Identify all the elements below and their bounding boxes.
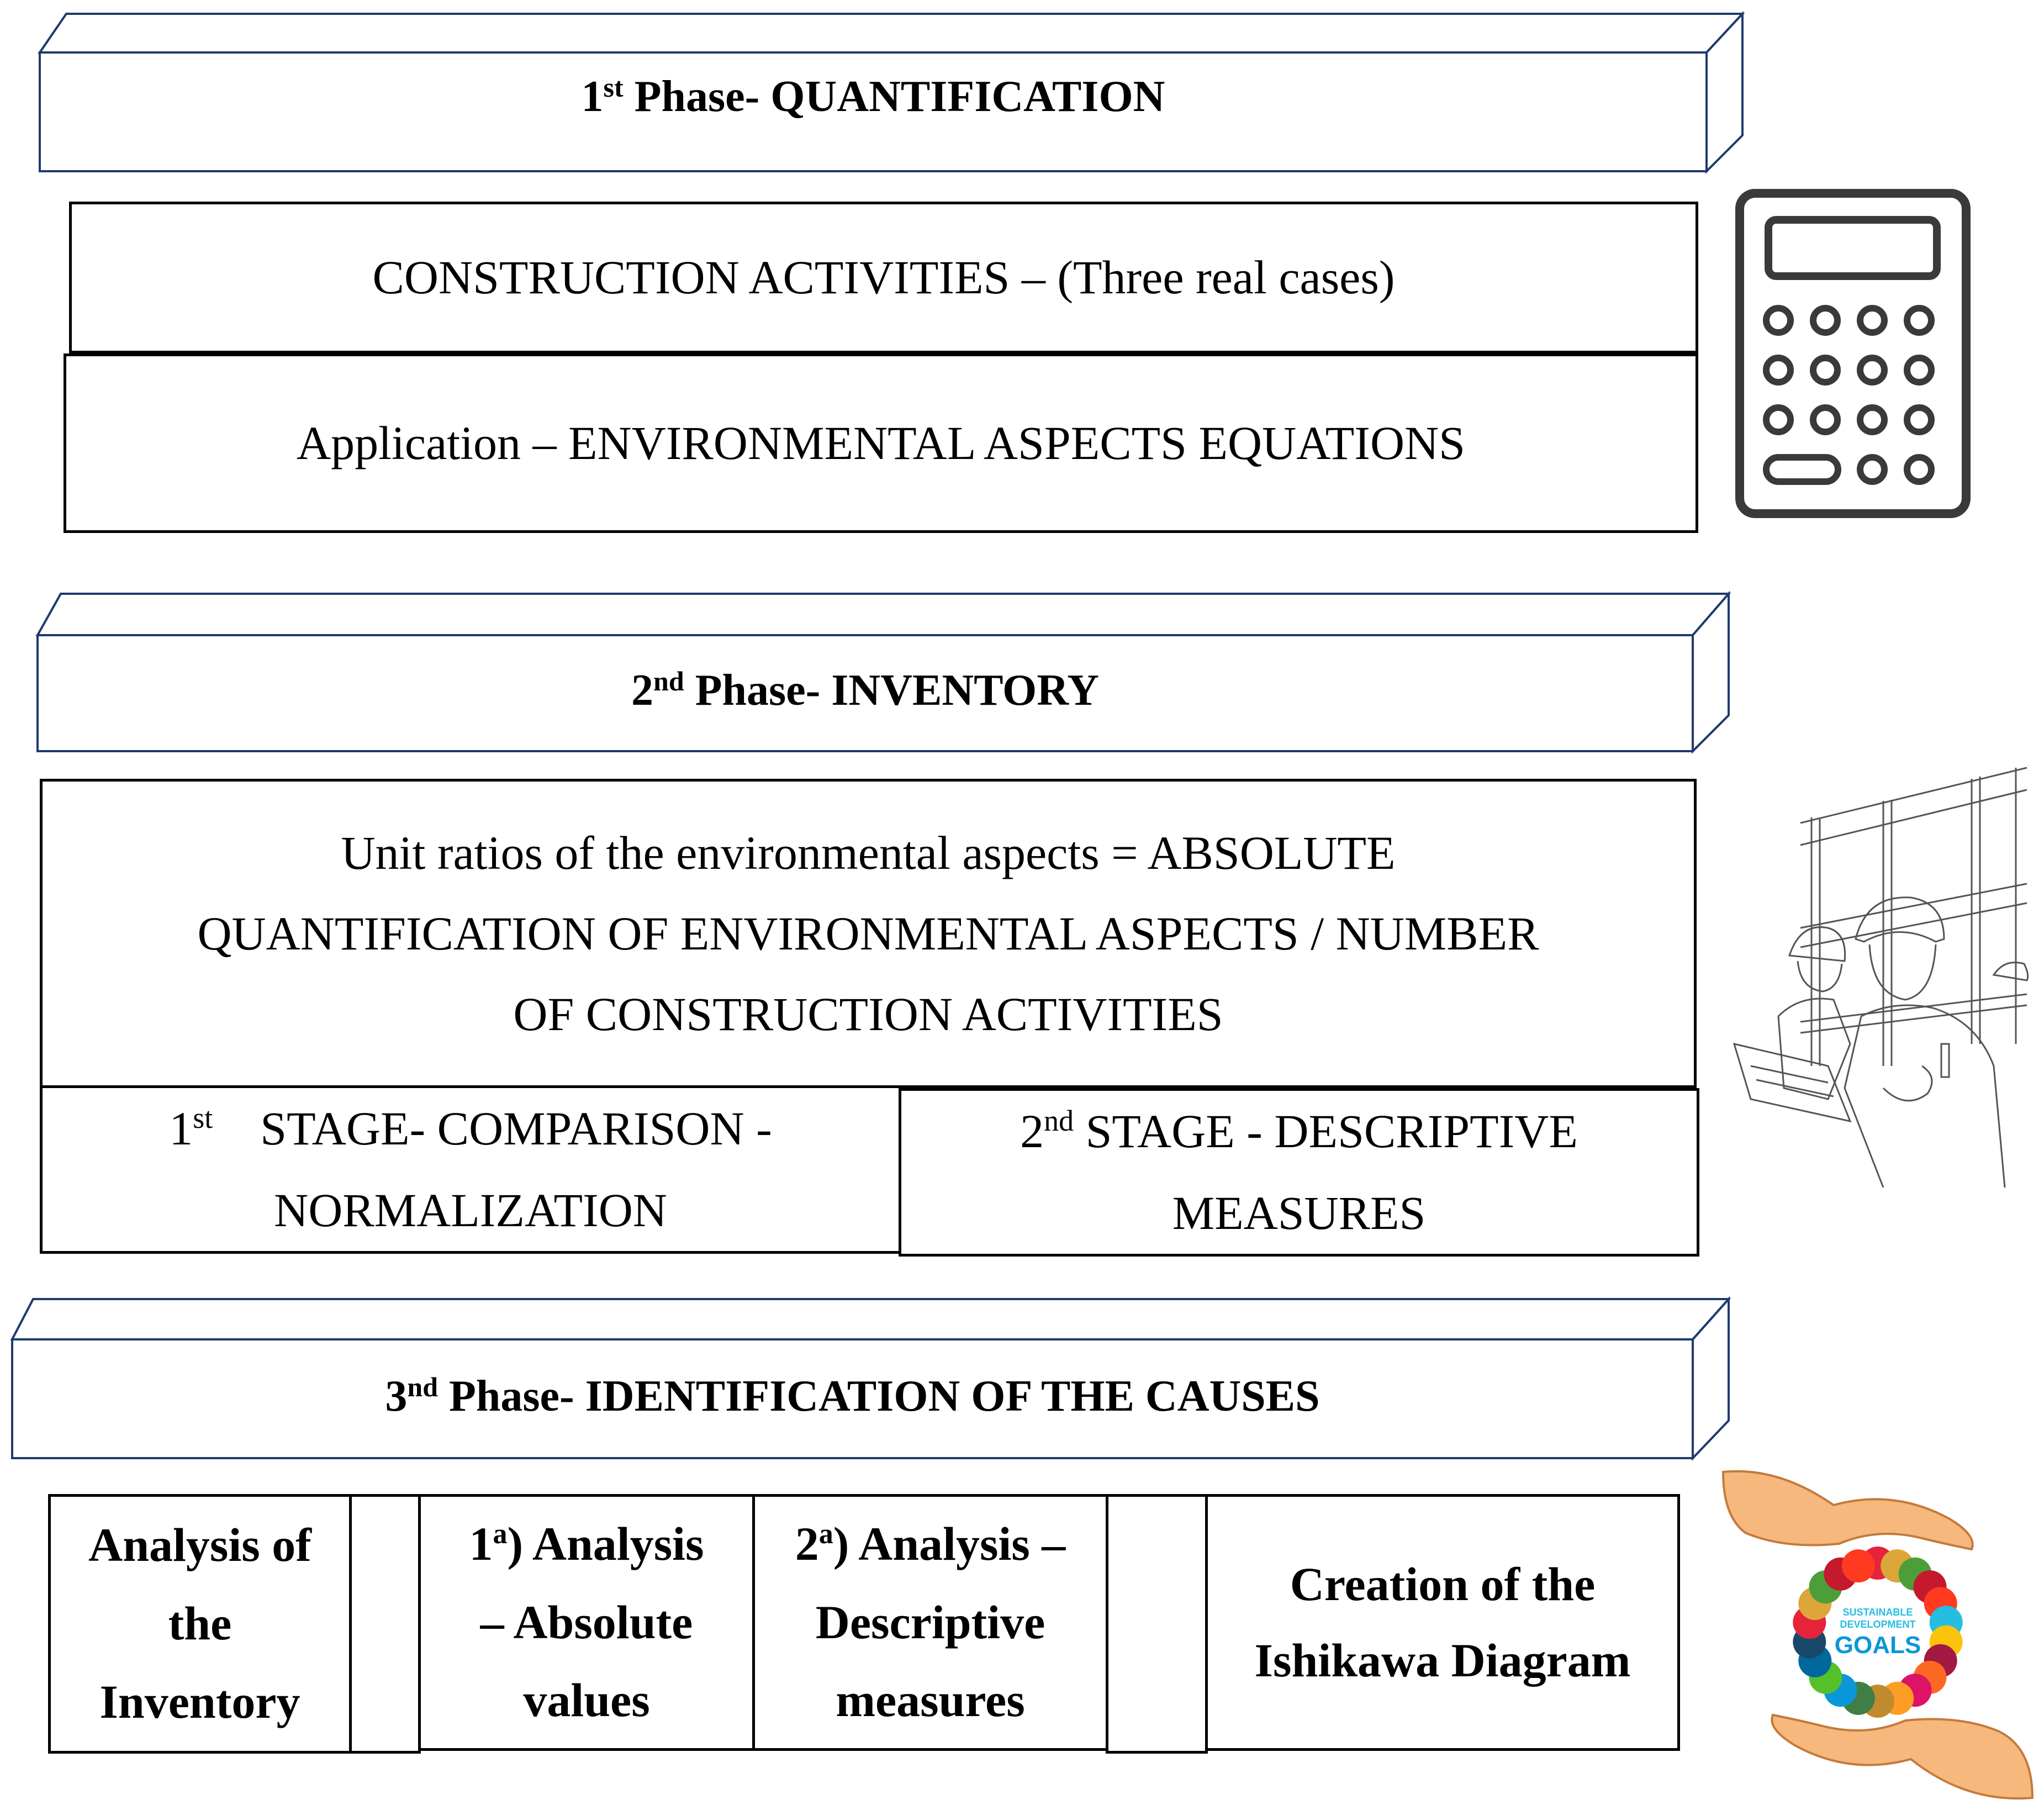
stage-1-line-2: NORMALIZATION	[274, 1183, 667, 1237]
calculator-key-icon	[1810, 355, 1841, 386]
calculator-key-icon	[1857, 404, 1888, 435]
calculator-key-icon	[1857, 454, 1888, 485]
calculator-key-icon	[1904, 305, 1935, 336]
step-4-line-1: Creation of the	[1290, 1557, 1596, 1611]
calculator-key-icon	[1763, 305, 1794, 336]
calculator-key-icon	[1857, 305, 1888, 336]
step-2-line-1: 1a) Analysis	[469, 1517, 704, 1570]
calculator-key-icon	[1904, 454, 1935, 485]
construction-activities-text: CONSTRUCTION ACTIVITIES – (Three real ca…	[372, 250, 1395, 304]
connector-box-1	[349, 1494, 421, 1754]
step-descriptive-measures-box: 2a) Analysis – Descriptive measures	[752, 1494, 1108, 1751]
sdg-logo-line-1: SUSTAINABLE	[1843, 1607, 1913, 1618]
calculator-key-icon	[1904, 355, 1935, 386]
calculator-key-icon	[1810, 305, 1841, 336]
sdg-logo-text: SUSTAINABLE DEVELOPMENT GOALS	[1835, 1607, 1921, 1659]
unit-ratios-line-1: Unit ratios of the environmental aspects…	[341, 826, 1396, 879]
stage-1-line-1: 1st STAGE- COMPARISON -	[169, 1101, 772, 1155]
stage-2-box: 2nd STAGE - DESCRIPTIVE MEASURES	[899, 1088, 1699, 1257]
step-4-line-2: Ishikawa Diagram	[1254, 1633, 1631, 1687]
equations-box: Application – ENVIRONMENTAL ASPECTS EQUA…	[64, 353, 1698, 533]
stage-2-line-2: MEASURES	[1172, 1186, 1426, 1239]
sdg-ring	[1793, 1547, 1963, 1718]
connector-box-2	[1106, 1494, 1208, 1754]
phase-3-banner: 3nd Phase- IDENTIFICATION OF THE CAUSES	[0, 1292, 1767, 1475]
equations-text: Application – ENVIRONMENTAL ASPECTS EQUA…	[297, 416, 1465, 469]
calculator-icon	[1735, 189, 1971, 518]
phase-3-banner-shape	[10, 1296, 1731, 1461]
step-analysis-inventory-box: Analysis of the Inventory	[48, 1494, 352, 1754]
calculator-wide-key-icon	[1763, 454, 1841, 485]
step-3-line-3: measures	[836, 1674, 1025, 1727]
unit-ratios-line-2: QUANTIFICATION OF ENVIRONMENTAL ASPECTS …	[197, 906, 1539, 960]
step-3-line-1: 2a) Analysis –	[795, 1517, 1066, 1570]
unit-ratios-box: Unit ratios of the environmental aspects…	[40, 779, 1697, 1088]
step-1-line-3: Inventory	[99, 1675, 300, 1728]
phase-1-banner-shape	[38, 10, 1745, 174]
step-ishikawa-box: Creation of the Ishikawa Diagram	[1205, 1494, 1680, 1751]
sdg-hands-illustration: SUSTAINABLE DEVELOPMENT GOALS	[1721, 1470, 2034, 1800]
step-absolute-values-box: 1a) Analysis – Absolute values	[418, 1494, 755, 1751]
calculator-key-icon	[1810, 404, 1841, 435]
stage-2-line-1: 2nd STAGE - DESCRIPTIVE	[1020, 1104, 1578, 1158]
calculator-key-icon	[1763, 404, 1794, 435]
sdg-logo-line-3: GOALS	[1835, 1632, 1921, 1659]
step-2-line-3: values	[523, 1674, 650, 1727]
sdg-logo-line-2: DEVELOPMENT	[1840, 1619, 1915, 1630]
phase-1-title: 1st Phase- QUANTIFICATION	[581, 72, 1165, 121]
construction-workers-illustration	[1733, 767, 2029, 1188]
phase-3-title: 3nd Phase- IDENTIFICATION OF THE CAUSES	[385, 1371, 1320, 1421]
step-2-line-2: – Absolute	[480, 1595, 693, 1649]
calculator-key-icon	[1857, 355, 1888, 386]
phase-2-title: 2nd Phase- INVENTORY	[631, 666, 1099, 715]
stage-1-box: 1st STAGE- COMPARISON - NORMALIZATION	[40, 1085, 901, 1254]
sdg-color-dot	[1841, 1549, 1875, 1583]
calculator-key-icon	[1904, 404, 1935, 435]
step-3-line-2: Descriptive	[815, 1595, 1045, 1649]
step-1-line-1: Analysis of	[88, 1518, 311, 1572]
phase-2-banner: 2nd Phase- INVENTORY	[0, 585, 1767, 768]
phase-2-banner-shape	[35, 590, 1731, 754]
construction-activities-box: CONSTRUCTION ACTIVITIES – (Three real ca…	[69, 202, 1698, 353]
step-1-line-2: the	[168, 1597, 232, 1650]
unit-ratios-line-3: OF CONSTRUCTION ACTIVITIES	[513, 988, 1223, 1041]
calculator-key-icon	[1763, 355, 1794, 386]
phase-1-banner: 1st Phase- QUANTIFICATION	[0, 0, 1767, 182]
